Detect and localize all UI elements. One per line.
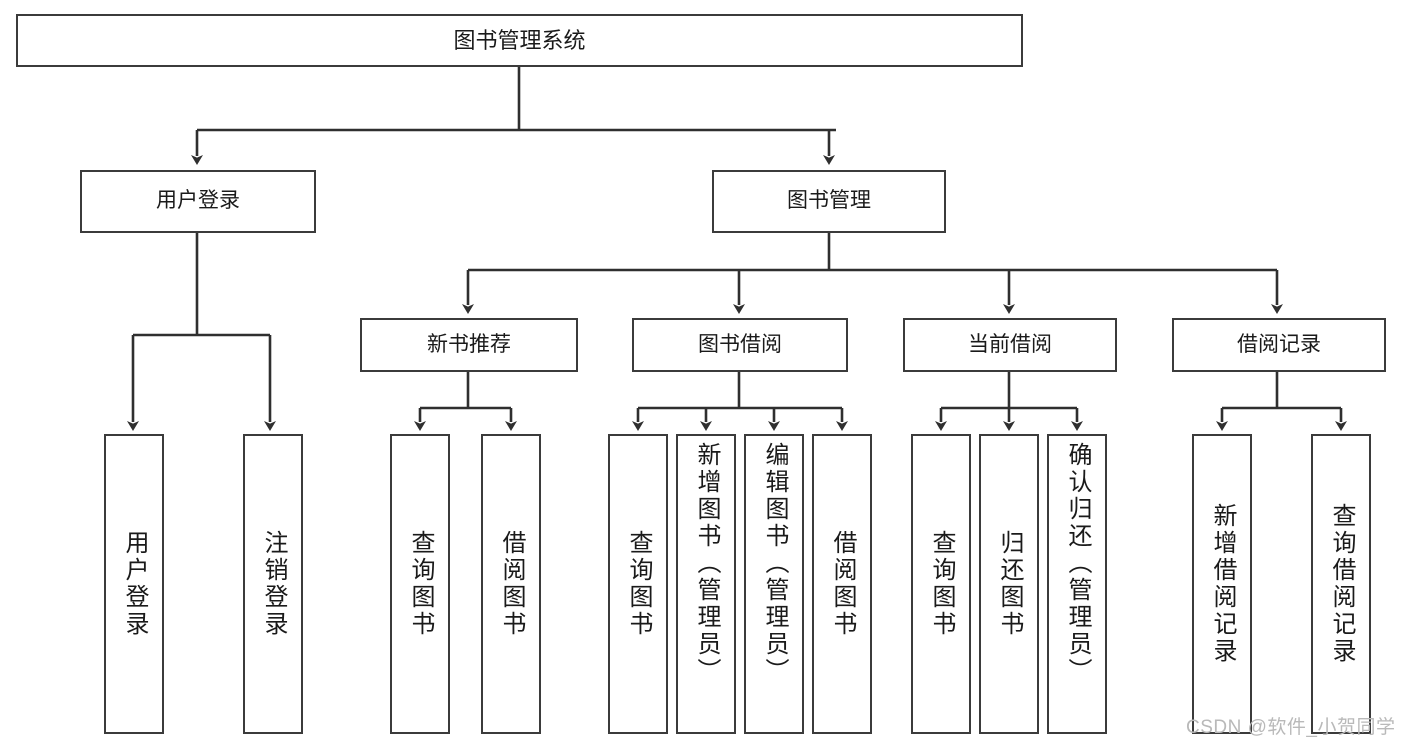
leaf-borrow-book[interactable]: 借阅图书 [812,434,872,734]
leaf-edit-book-admin[interactable]: 编辑图书（管理员） [744,434,804,734]
node-new-book-recommend[interactable]: 新书推荐 [360,318,578,372]
node-book-management[interactable]: 图书管理 [712,170,946,233]
leaf-edit-book-admin-label: 编辑图书（管理员） [761,442,788,685]
leaf-user-login-label: 用户登录 [121,530,148,638]
leaf-return-book[interactable]: 归还图书 [979,434,1039,734]
leaf-search-borrow-record[interactable]: 查询借阅记录 [1311,434,1371,734]
watermark: CSDN @软件_小贺同学 [1186,717,1396,738]
leaf-return-book-label: 归还图书 [996,530,1023,638]
leaf-search-book-borrow[interactable]: 查询图书 [608,434,668,734]
node-current-borrow[interactable]: 当前借阅 [903,318,1117,372]
node-book-management-label: 图书管理 [787,189,871,213]
leaf-confirm-return-admin-label: 确认归还（管理员） [1064,442,1091,685]
leaf-logout-label: 注销登录 [260,530,287,638]
leaf-add-borrow-record[interactable]: 新增借阅记录 [1192,434,1252,734]
leaf-logout[interactable]: 注销登录 [243,434,303,734]
leaf-borrow-book-recommend-label: 借阅图书 [498,530,525,638]
node-user-login[interactable]: 用户登录 [80,170,316,233]
node-root-label: 图书管理系统 [453,27,586,53]
node-root[interactable]: 图书管理系统 [16,14,1023,67]
leaf-user-login[interactable]: 用户登录 [104,434,164,734]
leaf-search-book-current-label: 查询图书 [928,530,955,638]
leaf-search-book-current[interactable]: 查询图书 [911,434,971,734]
leaf-search-borrow-record-label: 查询借阅记录 [1328,503,1355,665]
leaf-search-book-borrow-label: 查询图书 [625,530,652,638]
leaf-search-book-recommend[interactable]: 查询图书 [390,434,450,734]
leaf-add-borrow-record-label: 新增借阅记录 [1209,503,1236,665]
node-borrow-records[interactable]: 借阅记录 [1172,318,1386,372]
leaf-borrow-book-recommend[interactable]: 借阅图书 [481,434,541,734]
leaf-add-book-admin-label: 新增图书（管理员） [693,442,720,685]
leaf-confirm-return-admin[interactable]: 确认归还（管理员） [1047,434,1107,734]
leaf-add-book-admin[interactable]: 新增图书（管理员） [676,434,736,734]
node-book-borrow-label: 图书借阅 [698,332,782,356]
node-current-borrow-label: 当前借阅 [968,332,1052,356]
node-book-borrow[interactable]: 图书借阅 [632,318,848,372]
leaf-search-book-recommend-label: 查询图书 [407,530,434,638]
node-user-login-label: 用户登录 [156,189,240,213]
node-new-book-recommend-label: 新书推荐 [427,332,511,356]
leaf-borrow-book-label: 借阅图书 [829,530,856,638]
node-borrow-records-label: 借阅记录 [1237,332,1321,356]
